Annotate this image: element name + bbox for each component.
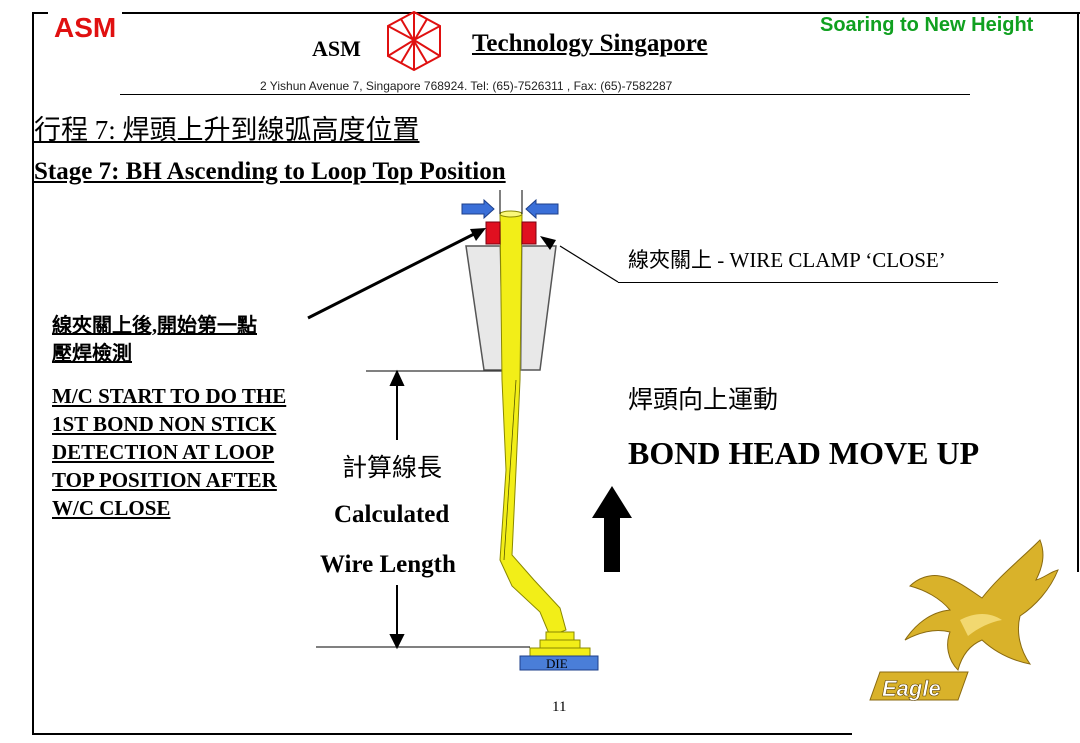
- note-chinese-line: 壓焊檢測: [52, 343, 132, 365]
- slide-border-right: [1077, 12, 1079, 572]
- die-block: [519, 655, 599, 671]
- bond-head-move-english: BOND HEAD MOVE UP: [628, 435, 980, 471]
- bond-head-move-chinese: 焊頭向上運動: [628, 387, 779, 414]
- note-english-line: 1ST BOND NON STICK: [52, 412, 277, 436]
- note-chinese: 線夾關上後,開始第一點 壓焊檢測: [52, 312, 257, 368]
- wire-length-label: Wire Length: [320, 551, 456, 578]
- note-english-line: W/C CLOSE: [52, 496, 171, 520]
- bond-ball-icon: [529, 631, 591, 657]
- company-address: 2 Yishun Avenue 7, Singapore 768924. Tel…: [120, 79, 970, 95]
- slogan: Soaring to New Height: [820, 14, 1034, 37]
- eagle-logo-icon: Eagle: [869, 539, 1059, 701]
- move-up-arrow-icon: [592, 486, 632, 572]
- company-name: Technology Singapore: [472, 30, 708, 57]
- slide-border-bottom: [32, 733, 852, 735]
- asm-cube-logo-icon: [387, 10, 441, 72]
- calculated-wire-length-chinese: 計算線長: [342, 455, 443, 482]
- slide-border-left: [32, 12, 34, 734]
- note-english: M/C START TO DO THE 1ST BOND NON STICK D…: [52, 382, 332, 522]
- page-number: 11: [552, 699, 567, 715]
- die-label: DIE: [546, 656, 568, 671]
- calculated-label: Calculated: [334, 501, 450, 528]
- note-english-line: TOP POSITION AFTER: [52, 468, 277, 492]
- clamp-close-arrows: [461, 198, 559, 220]
- note-chinese-line: 線夾關上後,開始第一點: [52, 315, 257, 337]
- wire-length-dimension-arrow: [389, 369, 405, 650]
- company-prefix: ASM: [312, 36, 361, 61]
- wire-clamp-icon: [485, 221, 537, 245]
- slide-title-chinese: 行程 7: 焊頭上升到線弧高度位置: [34, 115, 420, 145]
- wire-clamp-label: 線夾關上 - WIRE CLAMP ‘CLOSE’: [628, 248, 946, 272]
- note-english-line: DETECTION AT LOOP: [52, 440, 275, 464]
- address-text: 2 Yishun Avenue 7, Singapore 768924. Tel…: [260, 79, 673, 93]
- note-english-line: M/C START TO DO THE: [52, 384, 287, 408]
- slide-border-top: [32, 12, 1080, 14]
- wire-clamp-label-underline: [618, 282, 998, 283]
- slide-title-english: Stage 7: BH Ascending to Loop Top Positi…: [34, 158, 506, 185]
- eagle-wordmark: Eagle: [882, 676, 941, 701]
- asm-logo-text: ASM: [48, 12, 123, 44]
